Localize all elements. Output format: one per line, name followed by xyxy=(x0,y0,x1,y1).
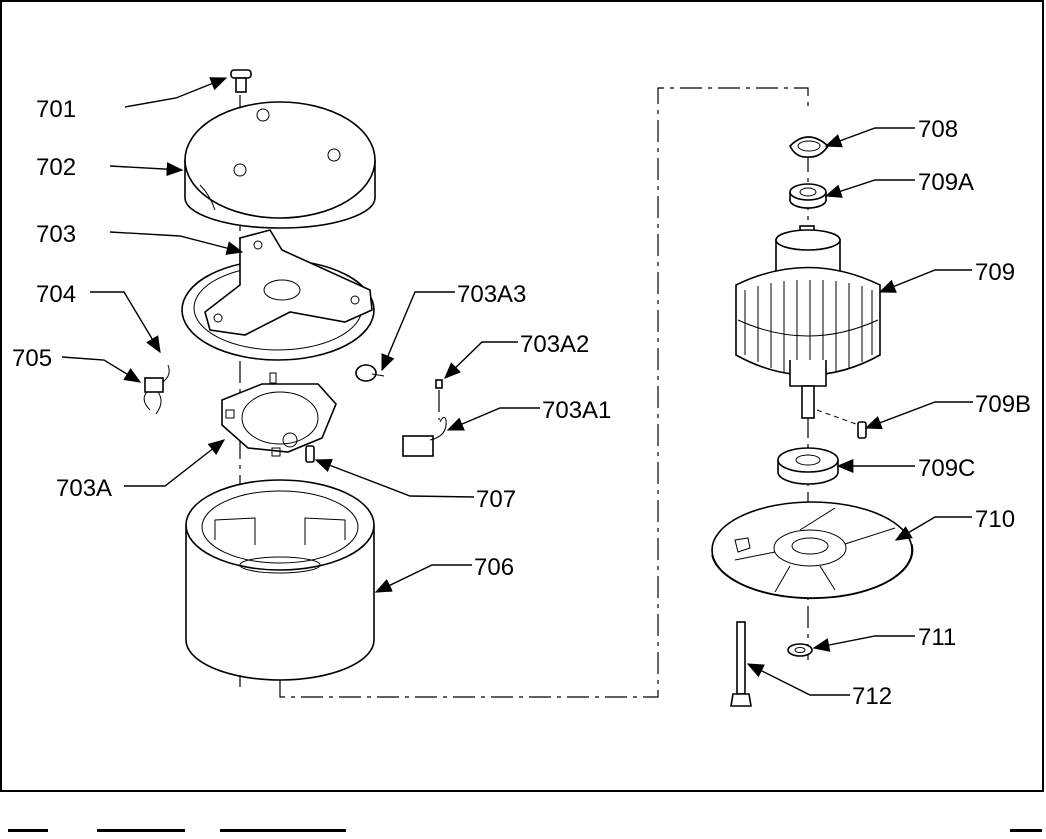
label-704: 704 xyxy=(36,281,76,308)
label-706: 706 xyxy=(474,554,514,581)
label-703A1: 703A1 xyxy=(542,397,611,424)
footer-rule-1 xyxy=(8,829,48,832)
footer-rule-4 xyxy=(1010,829,1042,832)
footer-rule-2 xyxy=(97,829,185,832)
part-706-housing xyxy=(185,479,375,681)
part-708-washer xyxy=(789,136,830,158)
part-705-brush-holder xyxy=(143,364,170,415)
label-703A: 703A xyxy=(56,475,112,502)
part-711-washer xyxy=(787,643,813,657)
label-703A3: 703A3 xyxy=(457,281,526,308)
assembly-centerline xyxy=(279,87,809,698)
label-702: 702 xyxy=(36,154,76,181)
part-712-bolt xyxy=(730,621,752,707)
part-709-armature xyxy=(735,225,881,419)
part-703A2 xyxy=(435,379,443,420)
label-707: 707 xyxy=(476,486,516,513)
part-710-end-plate xyxy=(711,501,914,600)
label-703A2: 703A2 xyxy=(520,331,589,358)
leader-lines xyxy=(61,77,973,696)
label-703: 703 xyxy=(36,221,76,248)
label-705: 705 xyxy=(12,345,52,372)
part-709C-bearing xyxy=(777,447,839,485)
label-709C: 709C xyxy=(918,455,975,482)
label-709: 709 xyxy=(975,259,1015,286)
label-709B: 709B xyxy=(975,391,1031,418)
footer-rule-3 xyxy=(220,829,346,832)
label-709A: 709A xyxy=(918,169,974,196)
label-710: 710 xyxy=(975,506,1015,533)
label-712: 712 xyxy=(852,683,892,710)
part-703A1-brush xyxy=(402,416,447,457)
part-709A-bearing xyxy=(789,183,827,209)
part-703-brush-bracket xyxy=(181,229,375,361)
part-703A-brush-plate xyxy=(221,372,337,457)
part-701-screw xyxy=(230,69,252,93)
label-701: 701 xyxy=(36,96,76,123)
label-711: 711 xyxy=(918,624,956,651)
label-708: 708 xyxy=(918,116,958,143)
part-707-screw xyxy=(305,445,315,463)
part-702-top-cap xyxy=(184,101,376,229)
part-709B-key xyxy=(816,409,867,439)
diagram-frame xyxy=(0,0,1044,792)
part-703A3 xyxy=(355,364,385,382)
